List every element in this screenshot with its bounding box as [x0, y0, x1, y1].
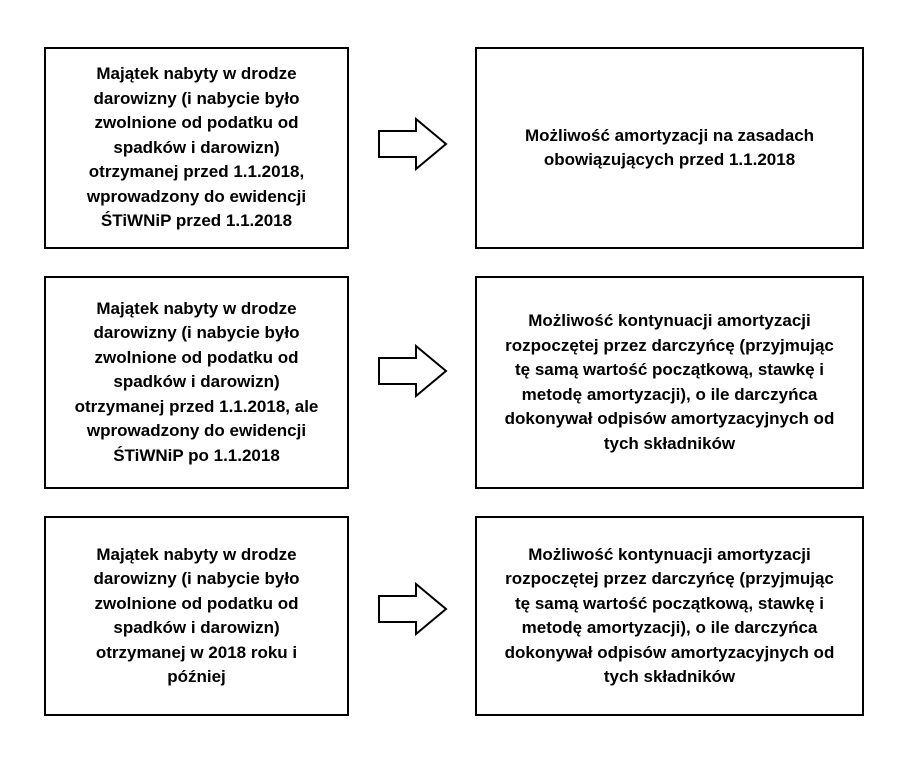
result-text-line: metodę amortyzacji), o ile darczyńca	[521, 618, 818, 637]
result-text-line: tych składników	[603, 433, 736, 453]
condition-text-line: ŚTiWNiP przed 1.1.2018	[100, 211, 293, 231]
result-text-line: dokonywał odpisów amortyzacyjnych od	[504, 642, 835, 662]
result-text-line: metodę amortyzacji), o ile darczyńca	[521, 384, 818, 404]
right-arrow-icon	[378, 581, 448, 637]
condition-text-line: zwolnione od podatku od	[94, 113, 299, 133]
result-text-line: Możliwość kontynuacji amortyzacji	[528, 544, 811, 564]
condition-text-line: ŚTiWNiP po 1.1.2018	[113, 445, 280, 465]
condition-text-line: zwolnione od podatku od	[94, 347, 299, 367]
result-text-line: rozpoczętej przez darczyńcę (przyjmując	[505, 569, 834, 588]
condition-text-line: otrzymanej przed 1.1.2018,	[88, 162, 305, 182]
condition-text-line: wprowadzony do ewidencji	[86, 186, 307, 206]
condition-text-line: spadków i darowizn)	[113, 618, 280, 637]
result-box-2: Możliwość kontynuacji amortyzacji rozpoc…	[475, 276, 864, 489]
condition-text-line: darowizny (i nabycie było	[93, 569, 300, 588]
result-box-1: Możliwość amortyzacji na zasadach obowią…	[475, 47, 864, 249]
condition-text-line: spadków i darowizn)	[113, 137, 280, 157]
result-text-line: tych składników	[603, 667, 736, 686]
result-text-line: Możliwość kontynuacji amortyzacji	[528, 311, 811, 330]
condition-text-line: później	[167, 667, 226, 686]
condition-box-3: Majątek nabyty w drodze darowizny (i nab…	[44, 516, 349, 716]
condition-text-line: Majątek nabyty w drodze	[96, 544, 297, 564]
condition-box-1: Majątek nabyty w drodze darowizny (i nab…	[44, 47, 349, 249]
condition-text-line: otrzymanej w 2018 roku i	[95, 642, 298, 662]
result-text-line: Możliwość amortyzacji na zasadach	[524, 125, 815, 145]
condition-text-line: darowizny (i nabycie było	[93, 323, 300, 343]
condition-text-line: zwolnione od podatku od	[94, 593, 299, 613]
condition-text-line: Majątek nabyty w drodze	[96, 64, 297, 84]
condition-text-line: darowizny (i nabycie było	[93, 88, 300, 108]
condition-text-line: wprowadzony do ewidencji	[86, 421, 307, 441]
right-arrow-icon	[378, 343, 448, 399]
right-arrow-icon	[378, 116, 448, 172]
condition-text-line: spadków i darowizn)	[113, 372, 280, 392]
result-text-line: obowiązujących przed 1.1.2018	[543, 150, 796, 169]
result-text-line: rozpoczętej przez darczyńcę (przyjmując	[505, 335, 834, 355]
result-text-line: tę samą wartość początkową, stawkę i	[515, 360, 824, 379]
condition-text-line: otrzymanej przed 1.1.2018, ale	[74, 396, 319, 416]
result-box-3: Możliwość kontynuacji amortyzacji rozpoc…	[475, 516, 864, 716]
condition-box-2: Majątek nabyty w drodze darowizny (i nab…	[44, 276, 349, 489]
result-text-line: tę samą wartość początkową, stawkę i	[515, 593, 824, 613]
result-text-line: dokonywał odpisów amortyzacyjnych od	[504, 409, 835, 428]
condition-text-line: Majątek nabyty w drodze	[96, 298, 297, 318]
